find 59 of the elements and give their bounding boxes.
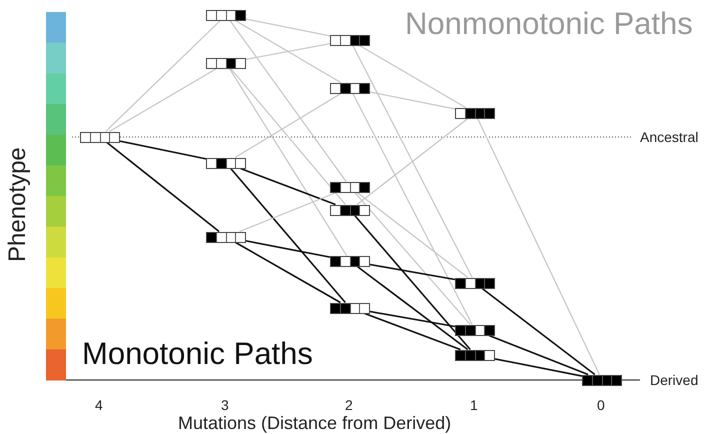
level-label: Ancestral bbox=[640, 130, 698, 144]
tick-label: 3 bbox=[221, 398, 229, 412]
genotype-box bbox=[330, 82, 370, 94]
genotype-box bbox=[582, 374, 622, 386]
connector-line bbox=[246, 18, 330, 37]
connector-line bbox=[229, 20, 347, 182]
genotype-box bbox=[455, 278, 495, 288]
connector-line bbox=[354, 214, 471, 350]
axis-title: Phenotype bbox=[6, 147, 30, 262]
tick-label: 2 bbox=[345, 398, 353, 412]
connector-line bbox=[370, 264, 456, 280]
genotype-box bbox=[206, 158, 246, 168]
tick-label: 1 bbox=[470, 398, 478, 412]
connector-line bbox=[494, 358, 582, 377]
connector-line bbox=[230, 168, 346, 304]
connector-line bbox=[228, 68, 348, 256]
genotype-box bbox=[330, 204, 370, 216]
genotype-box bbox=[330, 34, 370, 46]
connector-line bbox=[364, 312, 461, 350]
connector-line bbox=[235, 20, 341, 84]
genotype-box bbox=[206, 10, 246, 20]
connector-line bbox=[230, 68, 346, 205]
connector-line bbox=[356, 192, 468, 278]
connector-line bbox=[246, 240, 330, 258]
tick-label: 4 bbox=[95, 398, 103, 412]
connector-line bbox=[246, 43, 330, 60]
connector-line bbox=[109, 68, 217, 132]
genotype-box bbox=[330, 256, 370, 266]
chart-region-label: Monotonic Paths bbox=[82, 338, 313, 369]
connector-line bbox=[106, 142, 220, 232]
connector-line bbox=[488, 334, 588, 376]
connector-line bbox=[234, 92, 342, 158]
connector-line bbox=[356, 266, 468, 350]
genotype-box bbox=[206, 58, 246, 68]
connector-line bbox=[239, 192, 337, 232]
connector-line bbox=[482, 288, 596, 376]
level-label: Derived bbox=[650, 373, 698, 387]
genotype-box bbox=[455, 324, 495, 336]
genotype-box bbox=[80, 132, 120, 142]
connector-line bbox=[240, 168, 336, 206]
genotype-box bbox=[455, 350, 495, 360]
connector-line bbox=[354, 192, 471, 325]
tick-label: 0 bbox=[597, 398, 605, 412]
connector-line bbox=[120, 140, 206, 160]
connector-line bbox=[352, 93, 473, 325]
genotype-box bbox=[330, 182, 370, 192]
genotype-box bbox=[330, 302, 370, 314]
connector-line bbox=[477, 118, 600, 375]
genotype-box bbox=[455, 108, 495, 118]
genotype-box bbox=[206, 232, 246, 242]
connector-line bbox=[359, 44, 466, 108]
connector-line bbox=[356, 118, 468, 205]
axis-title: Mutations (Distance from Derived) bbox=[178, 414, 452, 432]
connector-line bbox=[370, 91, 456, 110]
connector-line bbox=[105, 20, 221, 132]
connector-line bbox=[370, 310, 456, 328]
connector-line bbox=[352, 45, 473, 278]
connector-line bbox=[235, 242, 341, 304]
chart-region-label: Nonmonotonic Paths bbox=[405, 8, 693, 39]
